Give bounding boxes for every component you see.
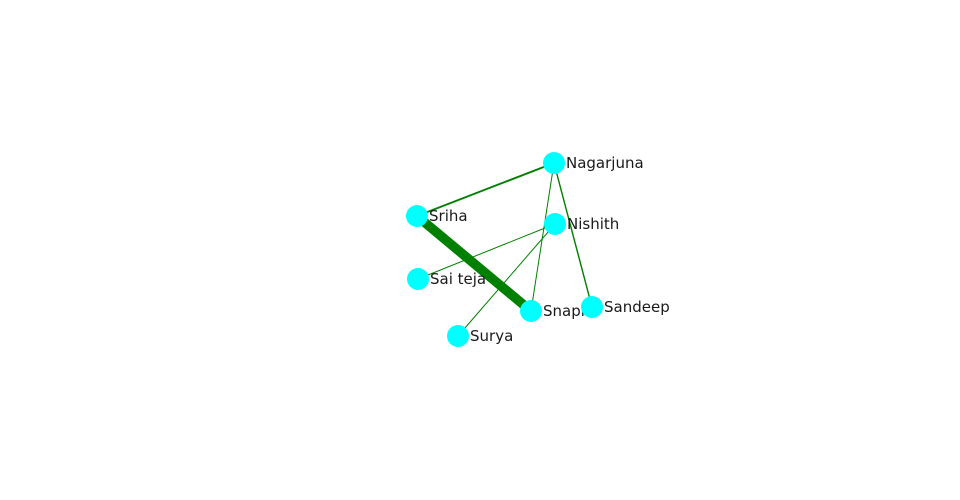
node-circle[interactable] — [406, 205, 428, 227]
node-label: Nishith — [567, 215, 619, 233]
edge-layer — [413, 162, 593, 337]
node-surya[interactable]: Surya — [447, 325, 513, 347]
node-circle[interactable] — [447, 325, 469, 347]
node-label: Nagarjuna — [566, 154, 644, 172]
edge-nishith-surya — [457, 223, 556, 337]
node-circle[interactable] — [544, 213, 566, 235]
edge-sriha-snaphi — [413, 212, 535, 315]
node-label: Sai teja — [430, 270, 486, 288]
node-label: Sandeep — [604, 298, 670, 316]
edge-nishith-saiteja — [417, 223, 556, 280]
edge-nagarjuna-snaphi — [530, 162, 555, 312]
edge-nagarjuna-sandeep — [553, 162, 593, 308]
node-circle[interactable] — [520, 300, 542, 322]
node-label: Sriha — [429, 207, 468, 225]
node-nagarjuna[interactable]: Nagarjuna — [543, 152, 644, 174]
node-saiteja[interactable]: Sai teja — [407, 268, 486, 290]
node-sandeep[interactable]: Sandeep — [581, 296, 670, 318]
node-circle[interactable] — [581, 296, 603, 318]
node-sriha[interactable]: Sriha — [406, 205, 468, 227]
node-nishith[interactable]: Nishith — [544, 213, 619, 235]
node-circle[interactable] — [543, 152, 565, 174]
node-circle[interactable] — [407, 268, 429, 290]
edge-sriha-nagarjuna — [416, 162, 555, 217]
node-label: Surya — [470, 327, 513, 345]
